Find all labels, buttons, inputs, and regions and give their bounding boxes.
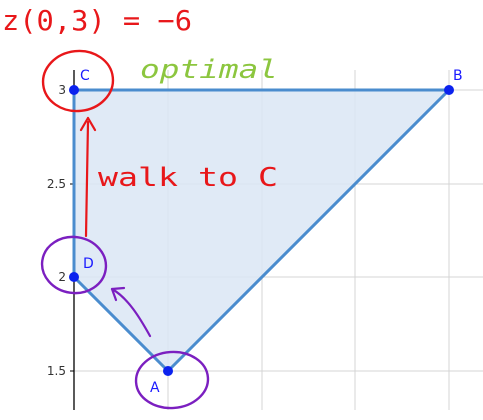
highlight-circle-d (40, 235, 108, 295)
y-tick-label-3: 3 (58, 83, 66, 97)
vertex-b-point[interactable] (444, 85, 454, 95)
arrow-head-a-to-d (110, 286, 126, 302)
vertex-d-label: D (83, 256, 94, 272)
vertex-a-point[interactable] (163, 366, 173, 376)
vertex-b-label: B (453, 68, 463, 84)
highlight-circle-c (41, 49, 115, 113)
arrow-head-d-to-c (79, 116, 97, 132)
vertex-a-label: A (150, 380, 160, 396)
vertex-c-point[interactable] (69, 85, 79, 95)
walk-annotation: walk to C (98, 163, 278, 193)
vertex-c-label: C (80, 68, 90, 84)
y-tick-label-2: 2 (58, 270, 66, 284)
vertex-d-point[interactable] (69, 272, 79, 282)
objective-annotation: z(0,3) = −6 (2, 4, 192, 37)
y-tick-label-2-5: 2.5 (47, 177, 66, 191)
optimal-annotation: optimal (140, 55, 278, 85)
y-tick-label-1-5: 1.5 (47, 364, 66, 378)
arrow-a-to-d (110, 287, 152, 338)
arrow-d-to-c (84, 120, 90, 238)
highlight-circle-a (134, 350, 210, 410)
